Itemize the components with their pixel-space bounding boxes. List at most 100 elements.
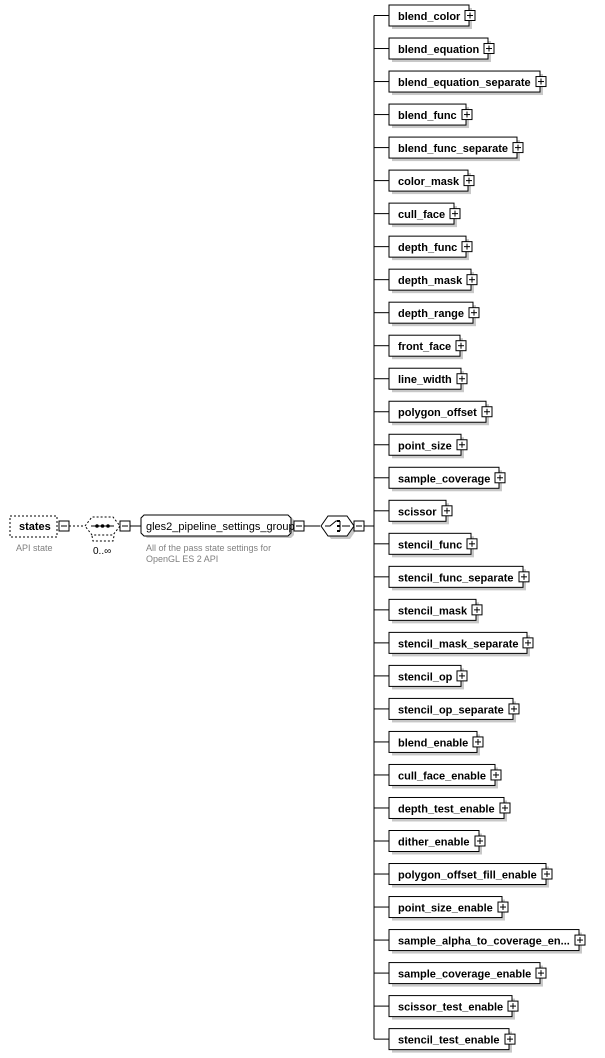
element-label: blend_func — [398, 110, 457, 122]
choice-children-list: blend_color blend_equation blend_equation_… — [374, 4, 586, 1053]
choice-compositor[interactable] — [320, 515, 357, 539]
element-blend-enable[interactable]: blend_enable — [374, 730, 484, 756]
element-label: depth_test_enable — [398, 803, 495, 815]
expand-icon[interactable] — [574, 934, 586, 946]
sequence-occurrence: 0..∞ — [93, 546, 111, 557]
element-label: stencil_op_separate — [398, 704, 504, 716]
element-label: point_size_enable — [398, 903, 493, 915]
expand-icon[interactable] — [466, 538, 478, 550]
element-stencil-op-separate[interactable]: stencil_op_separate — [374, 697, 520, 723]
element-label: scissor — [398, 506, 437, 518]
expand-icon[interactable] — [499, 802, 511, 814]
element-sample-alpha-to-coverage-en[interactable]: sample_alpha_to_coverage_en... — [374, 929, 586, 954]
group-gles2-pipeline-settings[interactable]: gles2_pipeline_settings_group — [140, 514, 295, 538]
element-stencil-func-separate[interactable]: stencil_func_separate — [374, 565, 530, 591]
root-element-states[interactable]: states — [9, 515, 58, 538]
expand-icon[interactable] — [483, 43, 495, 55]
element-point-size[interactable]: point_size — [374, 433, 468, 459]
element-depth-range[interactable]: depth_range — [374, 301, 480, 327]
element-line-width[interactable]: line_width — [374, 367, 468, 393]
element-label: cull_face — [398, 209, 445, 221]
element-color-mask[interactable]: color_mask — [374, 169, 475, 195]
sequence-compositor[interactable] — [84, 516, 121, 542]
element-sample-coverage-enable[interactable]: sample_coverage_enable — [374, 962, 547, 987]
expand-icon[interactable] — [518, 571, 530, 583]
element-label: blend_func_separate — [398, 143, 508, 155]
expand-icon[interactable] — [468, 307, 480, 319]
element-scissor[interactable]: scissor — [374, 499, 453, 525]
element-blend-func-separate[interactable]: blend_func_separate — [374, 136, 524, 162]
element-blend-color[interactable]: blend_color — [374, 4, 476, 29]
element-scissor-test-enable[interactable]: scissor_test_enable — [374, 995, 519, 1020]
element-label: blend_enable — [398, 737, 468, 749]
element-blend-equation[interactable]: blend_equation — [374, 37, 495, 63]
element-front-face[interactable]: front_face — [374, 334, 467, 360]
root-collapse-icon[interactable] — [58, 520, 70, 532]
element-label: blend_equation_separate — [398, 77, 531, 89]
element-blend-equation-separate[interactable]: blend_equation_separate — [374, 70, 547, 96]
element-dither-enable[interactable]: dither_enable — [374, 830, 486, 855]
expand-icon[interactable] — [456, 439, 468, 451]
expand-icon[interactable] — [512, 142, 524, 154]
expand-icon[interactable] — [463, 175, 475, 187]
expand-icon[interactable] — [449, 208, 461, 220]
element-label: stencil_mask_separate — [398, 638, 518, 650]
element-cull-face-enable[interactable]: cull_face_enable — [374, 763, 502, 789]
element-label: sample_coverage — [398, 473, 490, 485]
element-label: sample_alpha_to_coverage_en... — [398, 936, 570, 948]
element-stencil-test-enable[interactable]: stencil_test_enable — [374, 1028, 516, 1053]
element-label: cull_face_enable — [398, 770, 486, 782]
element-label: polygon_offset — [398, 407, 477, 419]
expand-icon[interactable] — [472, 736, 484, 748]
element-label: line_width — [398, 374, 452, 386]
expand-icon[interactable] — [455, 340, 467, 352]
group-collapse-icon[interactable] — [293, 520, 305, 532]
element-depth-test-enable[interactable]: depth_test_enable — [374, 796, 511, 822]
expand-icon[interactable] — [504, 1033, 516, 1045]
expand-icon[interactable] — [508, 703, 520, 715]
element-polygon-offset-fill-enable[interactable]: polygon_offset_fill_enable — [374, 863, 553, 888]
expand-icon[interactable] — [535, 76, 547, 88]
element-label: stencil_func — [398, 539, 462, 551]
sequence-collapse-icon[interactable] — [119, 520, 131, 532]
expand-icon[interactable] — [481, 406, 493, 418]
expand-icon[interactable] — [456, 670, 468, 682]
element-label: sample_coverage_enable — [398, 969, 531, 981]
expand-icon[interactable] — [490, 769, 502, 781]
element-label: color_mask — [398, 176, 460, 188]
group-label: gles2_pipeline_settings_group — [146, 521, 295, 533]
group-annotation-line-1: All of the pass state settings for — [146, 543, 271, 553]
expand-icon[interactable] — [464, 10, 476, 21]
element-depth-func[interactable]: depth_func — [374, 235, 473, 261]
expand-icon[interactable] — [522, 637, 534, 649]
element-label: depth_func — [398, 242, 457, 254]
element-label: stencil_op — [398, 671, 453, 683]
expand-icon[interactable] — [494, 472, 506, 484]
element-stencil-func[interactable]: stencil_func — [374, 532, 478, 558]
expand-icon[interactable] — [456, 373, 468, 385]
expand-icon[interactable] — [466, 274, 478, 286]
expand-icon[interactable] — [461, 241, 473, 253]
element-point-size-enable[interactable]: point_size_enable — [374, 896, 509, 921]
expand-icon[interactable] — [497, 901, 509, 913]
element-label: stencil_test_enable — [398, 1035, 500, 1047]
element-blend-func[interactable]: blend_func — [374, 103, 473, 129]
expand-icon[interactable] — [541, 868, 553, 880]
element-sample-coverage[interactable]: sample_coverage — [374, 466, 506, 492]
element-stencil-mask[interactable]: stencil_mask — [374, 598, 483, 624]
choice-collapse-icon[interactable] — [353, 520, 365, 532]
expand-icon[interactable] — [461, 109, 473, 121]
element-stencil-op[interactable]: stencil_op — [374, 664, 468, 690]
expand-icon[interactable] — [441, 505, 453, 517]
element-polygon-offset[interactable]: polygon_offset — [374, 400, 493, 426]
expand-icon[interactable] — [471, 604, 483, 616]
element-cull-face[interactable]: cull_face — [374, 202, 461, 228]
element-stencil-mask-separate[interactable]: stencil_mask_separate — [374, 631, 534, 657]
expand-icon[interactable] — [507, 1000, 519, 1012]
root-element-label: states — [19, 521, 51, 533]
element-depth-mask[interactable]: depth_mask — [374, 268, 478, 294]
root-annotation: API state — [16, 543, 53, 553]
expand-icon[interactable] — [474, 835, 486, 847]
expand-icon[interactable] — [535, 967, 547, 979]
